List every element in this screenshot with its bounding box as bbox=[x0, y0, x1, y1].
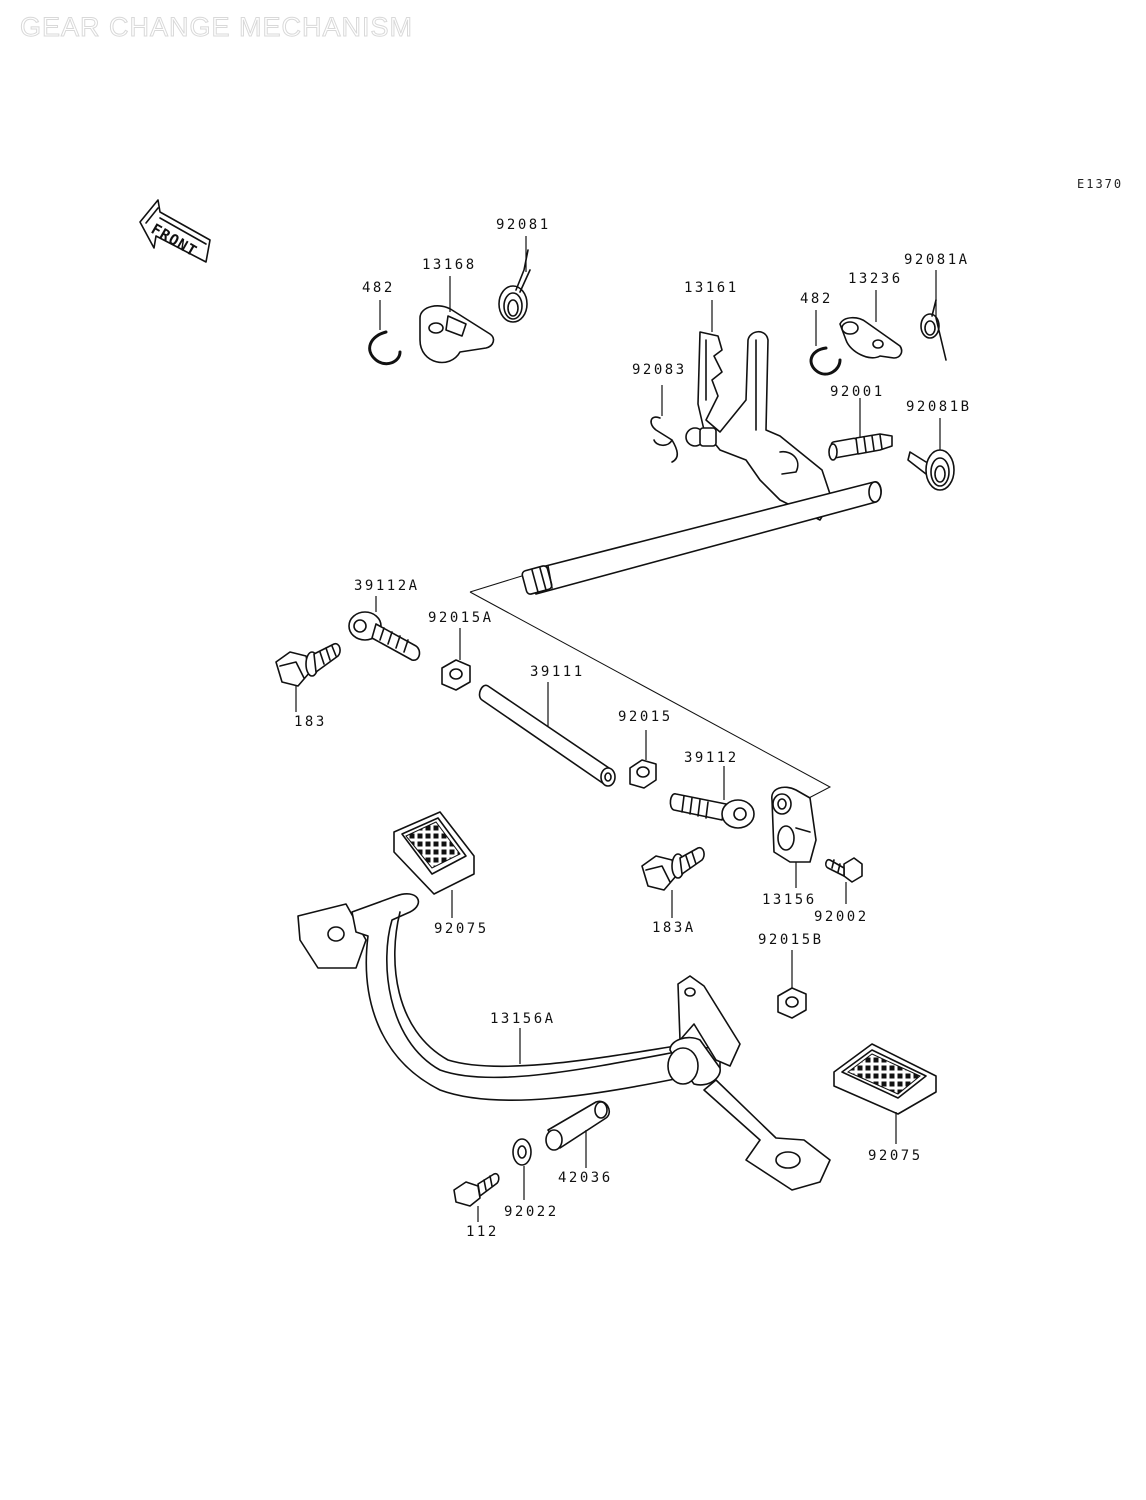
part-13161-shift-lever bbox=[685, 300, 833, 521]
part-112-bolt bbox=[453, 1172, 500, 1222]
part-183A-bolt bbox=[641, 846, 705, 918]
label-482-left: 482 bbox=[362, 280, 395, 296]
part-92015A-nut bbox=[441, 628, 471, 691]
label-92081: 92081 bbox=[496, 217, 551, 233]
part-92015-nut bbox=[629, 730, 657, 789]
part-92075-pedal-rubber-left bbox=[393, 811, 475, 918]
part-92081B-spring bbox=[907, 418, 955, 491]
part-13156-clamp-arm bbox=[771, 786, 817, 888]
label-92015A: 92015A bbox=[428, 610, 494, 626]
label-92015: 92015 bbox=[618, 709, 673, 725]
label-39112A: 39112A bbox=[354, 578, 420, 594]
diagram-code: E1370 bbox=[1077, 177, 1124, 191]
label-183: 183 bbox=[294, 714, 327, 730]
part-92002-screw bbox=[825, 857, 863, 904]
part-92081-spring bbox=[498, 236, 531, 323]
label-92081A: 92081A bbox=[904, 252, 970, 268]
part-482-circlip-right bbox=[809, 310, 842, 376]
part-13156A-brake-pedal bbox=[297, 893, 831, 1191]
label-13156: 13156 bbox=[762, 892, 817, 908]
part-labels: 92081 13168 482 13161 482 13236 92081A 9… bbox=[294, 217, 972, 1240]
label-92015B: 92015B bbox=[758, 932, 824, 948]
label-92001: 92001 bbox=[830, 384, 885, 400]
label-92075-right: 92075 bbox=[868, 1148, 923, 1164]
part-39112-rod-end bbox=[669, 766, 755, 829]
label-92022: 92022 bbox=[504, 1204, 559, 1220]
label-13161: 13161 bbox=[684, 280, 739, 296]
label-92081B: 92081B bbox=[906, 399, 972, 415]
part-39112A-rod-end bbox=[348, 596, 421, 661]
part-42036-collar bbox=[545, 1100, 611, 1168]
part-13236-plate bbox=[839, 290, 903, 359]
label-92002: 92002 bbox=[814, 909, 869, 925]
label-482-right: 482 bbox=[800, 291, 833, 307]
diagram-title-watermark: GEAR CHANGE MECHANISM bbox=[19, 12, 414, 43]
part-13168-plate bbox=[419, 276, 495, 364]
part-482-circlip-left bbox=[368, 300, 402, 366]
part-92015B-nut bbox=[777, 950, 807, 1019]
label-92075-left: 92075 bbox=[434, 921, 489, 937]
label-13156A: 13156A bbox=[490, 1011, 556, 1027]
part-shift-shaft bbox=[521, 481, 882, 595]
label-13168: 13168 bbox=[422, 257, 477, 273]
label-39112: 39112 bbox=[684, 750, 739, 766]
part-92083-clip bbox=[650, 385, 679, 463]
label-112: 112 bbox=[466, 1224, 499, 1240]
part-92075-pedal-rubber-right bbox=[833, 1043, 937, 1144]
label-42036: 42036 bbox=[558, 1170, 613, 1186]
label-183A: 183A bbox=[652, 920, 696, 936]
label-13236: 13236 bbox=[848, 271, 903, 287]
part-92001-stud bbox=[828, 398, 893, 461]
part-39111-rod bbox=[478, 682, 616, 787]
label-92083: 92083 bbox=[632, 362, 687, 378]
assembly-guide-lines bbox=[469, 574, 832, 801]
part-92081A-spring bbox=[920, 270, 947, 361]
front-arrow-icon: FRONT bbox=[139, 199, 211, 263]
part-92022-washer bbox=[512, 1138, 532, 1200]
label-39111: 39111 bbox=[530, 664, 585, 680]
part-183-bolt bbox=[275, 642, 341, 712]
